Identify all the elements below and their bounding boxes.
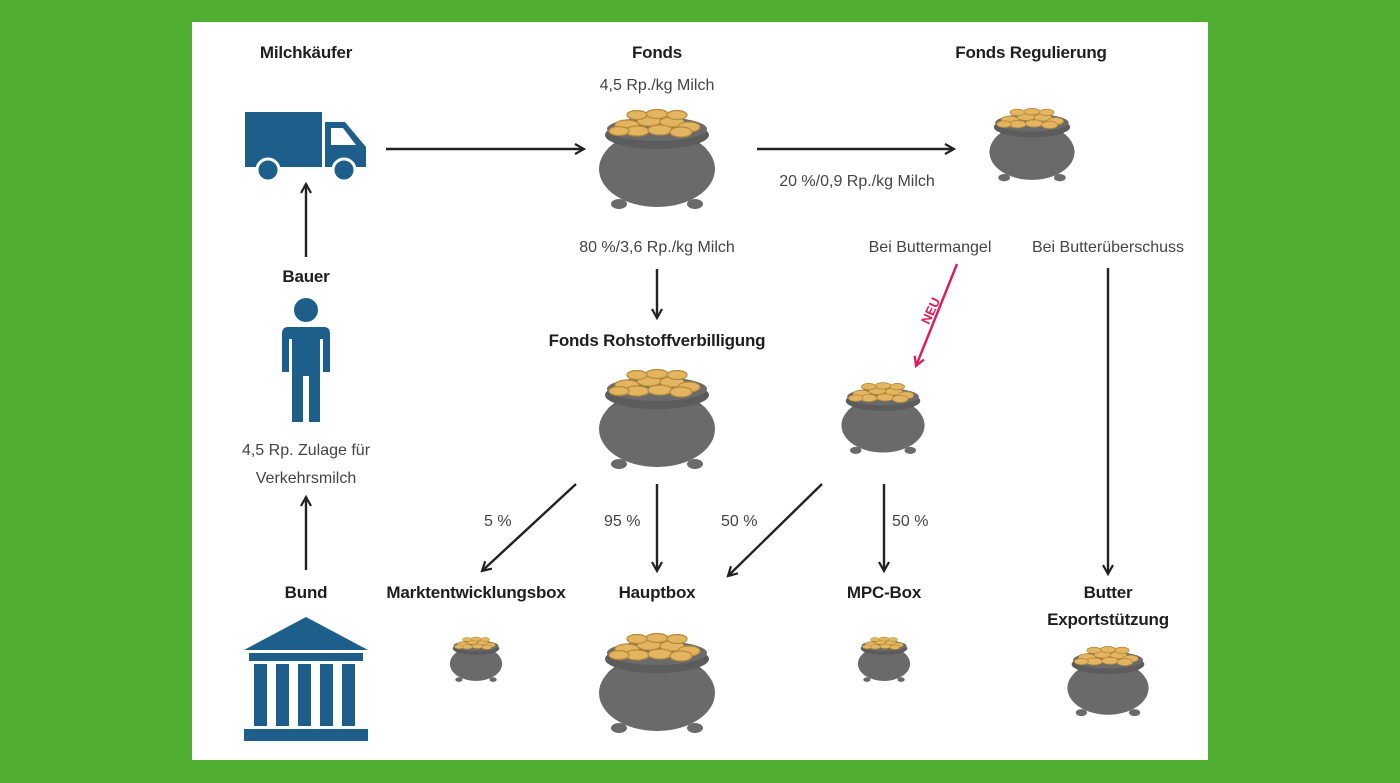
truck-icon bbox=[245, 112, 366, 183]
label-regulierung-share: 20 %/0,9 Rp./kg Milch bbox=[779, 173, 935, 190]
rohstoff-pot bbox=[598, 368, 716, 470]
label-fonds-amount: 4,5 Rp./kg Milch bbox=[599, 77, 715, 94]
label-buttermangel: Bei Buttermangel bbox=[868, 239, 992, 256]
label-zulage: 4,5 Rp. Zulage für Verkehrsmilch bbox=[241, 442, 371, 487]
farmer-icon bbox=[282, 298, 330, 422]
label-fonds: Fonds bbox=[632, 43, 682, 62]
arrow-new-buttermangel bbox=[916, 263, 959, 366]
export-pot bbox=[1066, 646, 1150, 717]
label-butter: Butter bbox=[1083, 583, 1133, 602]
label-exportstuetzung: Exportstützung bbox=[1047, 610, 1169, 629]
label-hauptbox: Hauptbox bbox=[618, 583, 696, 602]
label-share-95: 95 % bbox=[604, 513, 641, 530]
label-butterueberschuss: Bei Butterüberschuss bbox=[1031, 239, 1185, 256]
label-marktentwicklungsbox: Marktentwicklungsbox bbox=[386, 583, 566, 602]
hauptbox-pot bbox=[598, 632, 716, 734]
buttermangel-pot bbox=[840, 382, 926, 455]
label-rohstoff-share: 80 %/3,6 Rp./kg Milch bbox=[579, 239, 735, 256]
label-share-50-mpc: 50 % bbox=[892, 513, 929, 530]
label-bund: Bund bbox=[284, 583, 328, 602]
label-bauer: Bauer bbox=[282, 267, 330, 286]
marktentwicklung-pot bbox=[449, 636, 503, 683]
label-fonds-rohstoff: Fonds Rohstoffverbilligung bbox=[548, 331, 766, 350]
label-mpc-box: MPC-Box bbox=[846, 583, 922, 602]
label-share-5: 5 % bbox=[484, 513, 512, 530]
arrow-mpc-to-hauptbox bbox=[728, 483, 823, 576]
arrow-rohstoff-to-marktentwicklung bbox=[482, 483, 577, 571]
regulierung-pot bbox=[989, 107, 1075, 182]
label-fonds-regulierung: Fonds Regulierung bbox=[955, 43, 1107, 62]
label-share-50-main: 50 % bbox=[721, 513, 758, 530]
fonds-pot bbox=[598, 108, 716, 210]
label-milchkaeufer: Milchkäufer bbox=[259, 43, 353, 62]
mpc-pot bbox=[857, 636, 911, 683]
government-building-icon bbox=[244, 617, 368, 741]
